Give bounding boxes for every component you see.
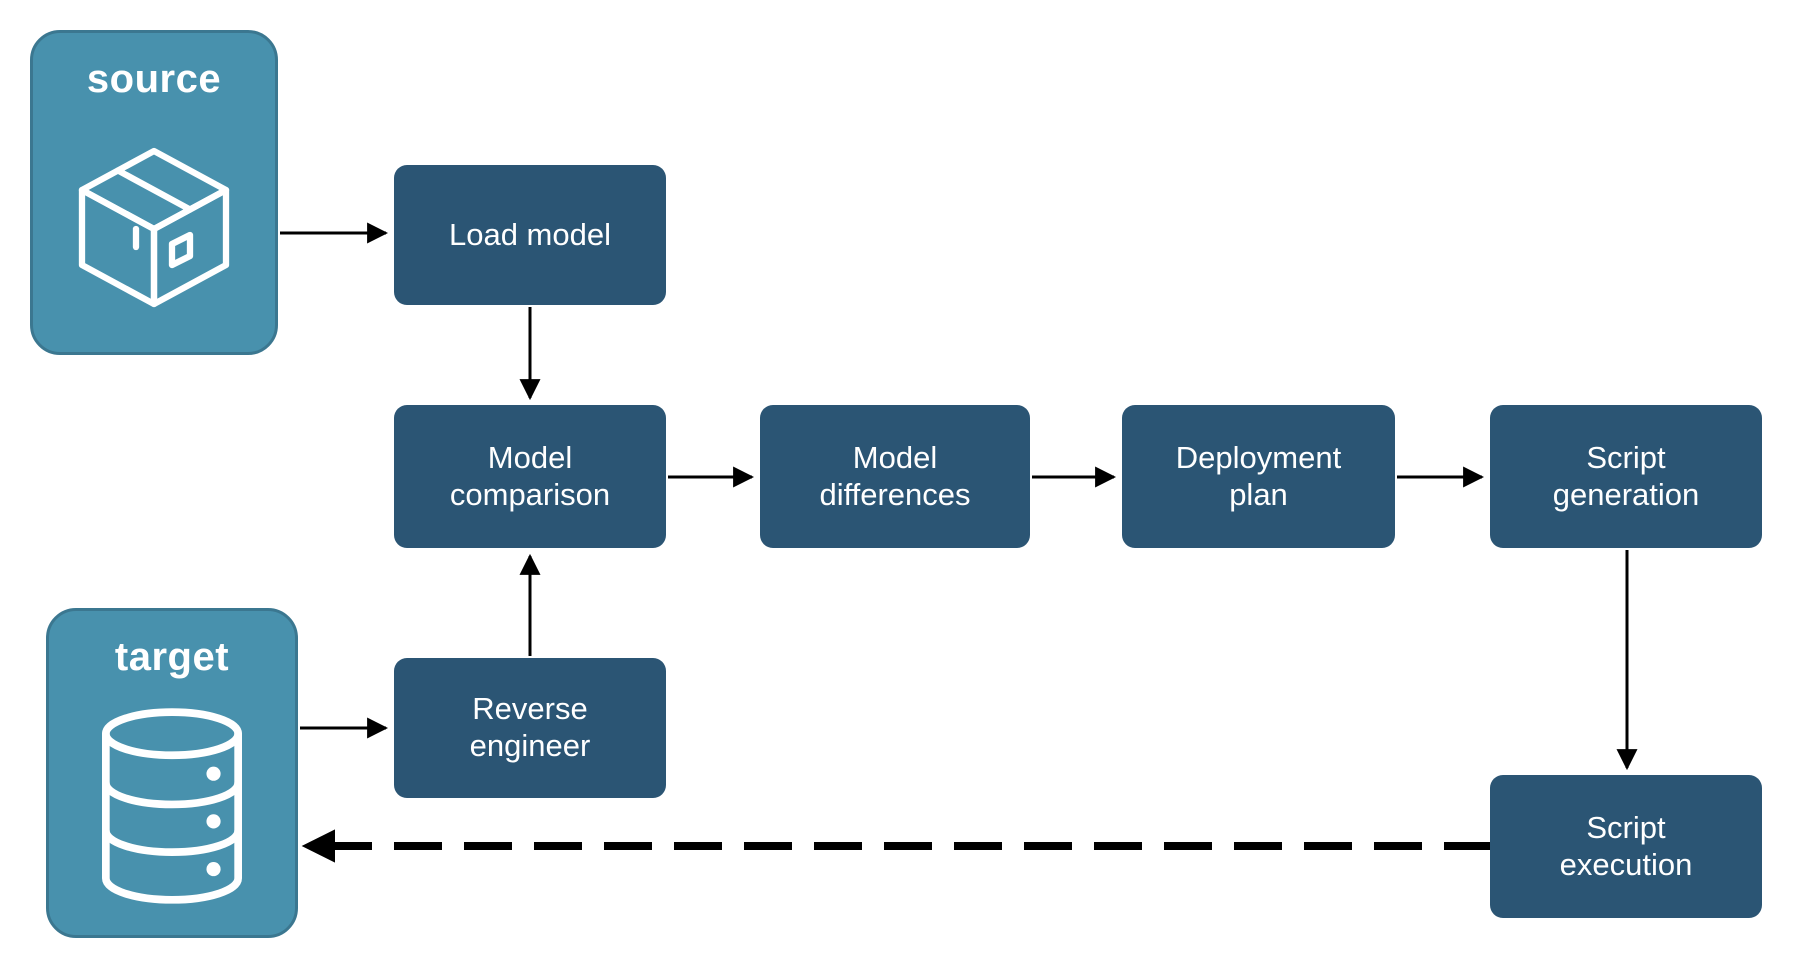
process-deployment-plan-label: Deployment plan	[1175, 439, 1342, 512]
process-model-comparison-label: Model comparison	[449, 439, 611, 512]
process-load-model-label: Load model	[448, 216, 611, 252]
endpoint-source[interactable]: source	[30, 30, 278, 355]
process-script-execution[interactable]: Script execution	[1490, 775, 1762, 918]
process-model-differences-label: Model differences	[819, 439, 971, 512]
process-deployment-plan[interactable]: Deployment plan	[1122, 405, 1395, 548]
database-cylinder-icon	[49, 677, 295, 935]
process-model-comparison[interactable]: Model comparison	[394, 405, 666, 548]
process-script-generation-label: Script generation	[1552, 439, 1700, 512]
endpoint-target[interactable]: target	[46, 608, 298, 938]
process-script-execution-label: Script execution	[1559, 809, 1693, 882]
process-model-differences[interactable]: Model differences	[760, 405, 1030, 548]
package-box-icon	[33, 99, 275, 352]
process-load-model[interactable]: Load model	[394, 165, 666, 305]
process-reverse-engineer-label: Reverse engineer	[469, 691, 591, 763]
process-reverse-engineer[interactable]: Reverse engineer	[394, 658, 666, 798]
endpoint-source-label: source	[86, 57, 222, 101]
endpoint-target-label: target	[114, 635, 230, 679]
process-script-generation[interactable]: Script generation	[1490, 405, 1762, 548]
